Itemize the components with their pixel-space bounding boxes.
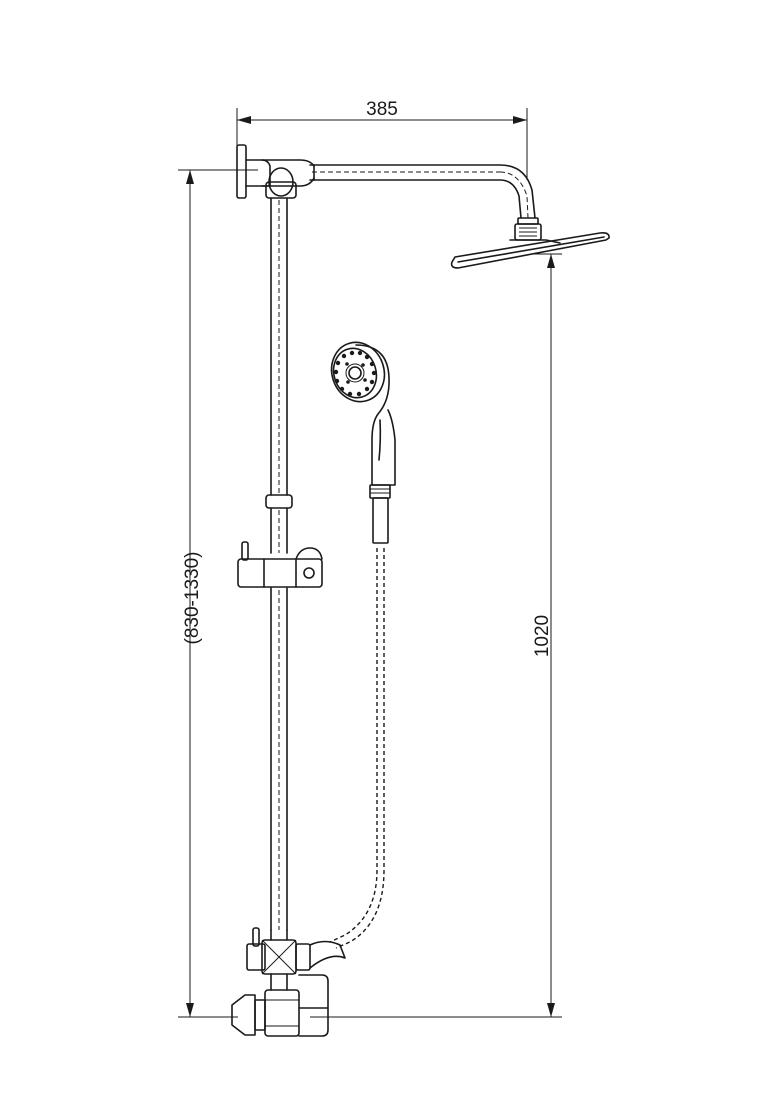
- top-width-label: 385: [366, 99, 398, 120]
- hand-shower: [330, 341, 396, 544]
- left-height-label: (830-1330): [182, 552, 203, 645]
- left-height-dimension: (830-1330): [178, 169, 258, 1018]
- overhead-shower-head: [450, 217, 610, 269]
- right-height-dimension: 1020: [310, 253, 562, 1018]
- top-width-dimension: 385: [236, 99, 528, 180]
- riser-rail: [270, 197, 288, 931]
- rail-clip: [265, 494, 293, 509]
- right-height-label: 1020: [532, 615, 553, 657]
- diverter-valve: [246, 927, 346, 991]
- wall-bracket: [236, 144, 315, 199]
- spray-nozzles: [333, 350, 377, 397]
- shower-arm: [309, 164, 536, 219]
- mixer-valve: [231, 974, 329, 1037]
- shower-hose: [329, 548, 385, 949]
- slider-bracket: [237, 541, 323, 588]
